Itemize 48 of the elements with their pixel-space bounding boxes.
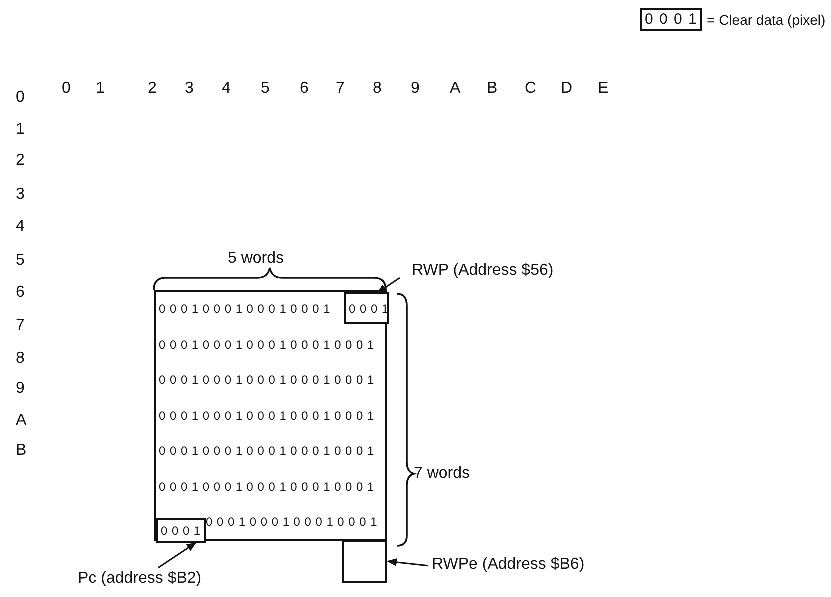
column-address: 5	[261, 80, 270, 98]
row-address: 2	[16, 152, 25, 170]
row-address: 3	[16, 186, 25, 204]
bit-string: 00010001000100010001	[159, 480, 378, 494]
row-address: B	[16, 442, 27, 460]
sample-cell: 0 0 0 1	[640, 8, 702, 31]
column-address: E	[598, 80, 609, 98]
column-address: 8	[373, 80, 382, 98]
arrow	[376, 277, 400, 294]
arrow	[387, 558, 428, 567]
column-address: 4	[222, 80, 231, 98]
dimension-label: 7 words	[414, 465, 470, 483]
row-address: 5	[16, 252, 25, 270]
column-address: 1	[96, 80, 105, 98]
memory-block	[154, 290, 387, 541]
column-address: 3	[185, 80, 194, 98]
row-address: 9	[16, 380, 25, 398]
row-address: A	[16, 412, 27, 430]
dimension-label: 5 words	[228, 250, 284, 268]
column-address: B	[487, 80, 498, 98]
pointer-label: RWP (Address $56)	[412, 262, 554, 280]
row-address: 0	[16, 89, 25, 107]
row-address: 6	[16, 284, 25, 302]
bit-string: 00010001000100010001	[159, 408, 378, 422]
empty-cell	[342, 540, 387, 583]
column-address: A	[450, 80, 461, 98]
bit-string: 00010001000100010001	[159, 444, 378, 458]
row-address: 4	[16, 218, 25, 236]
bit-string: 00010001000100010001	[159, 338, 378, 352]
pointer-label: Pc (address $B2)	[78, 570, 202, 588]
column-address: 0	[62, 80, 71, 98]
row-address: 1	[16, 121, 25, 139]
row-address: 8	[16, 350, 25, 368]
column-address: C	[525, 80, 537, 98]
word-cell: 0001	[344, 292, 389, 324]
arrow	[158, 542, 197, 569]
column-address: D	[561, 80, 573, 98]
word-cell: 0001	[156, 518, 206, 543]
column-address: 2	[148, 80, 157, 98]
bit-string: 00010001000100010001	[159, 373, 378, 387]
bit-string: 0001000100010001	[206, 515, 382, 529]
column-address: 6	[300, 80, 309, 98]
bit-string: 0001000100010001	[159, 302, 335, 316]
column-address: 7	[336, 80, 345, 98]
column-address: 9	[411, 80, 420, 98]
pointer-label: RWPe (Address $B6)	[432, 556, 585, 574]
row-address: 7	[16, 317, 25, 335]
legend-text: = Clear data (pixel)	[707, 11, 826, 29]
